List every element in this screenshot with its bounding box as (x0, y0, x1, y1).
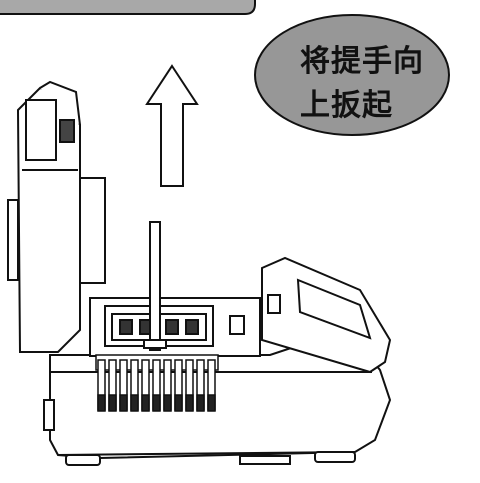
top-caption-box (0, 0, 256, 15)
up-arrow-icon (145, 64, 199, 187)
work-area (89, 297, 261, 357)
tube-rack (95, 354, 219, 412)
callout-text: 将提手向 上扳起 (300, 40, 450, 128)
callout-line-1: 将提手向 (300, 44, 424, 79)
callout-line-2: 上扳起 (300, 88, 393, 123)
handle (143, 221, 167, 351)
display-panel (261, 256, 392, 374)
callout-bubble (254, 14, 450, 136)
left-lid (7, 80, 106, 353)
